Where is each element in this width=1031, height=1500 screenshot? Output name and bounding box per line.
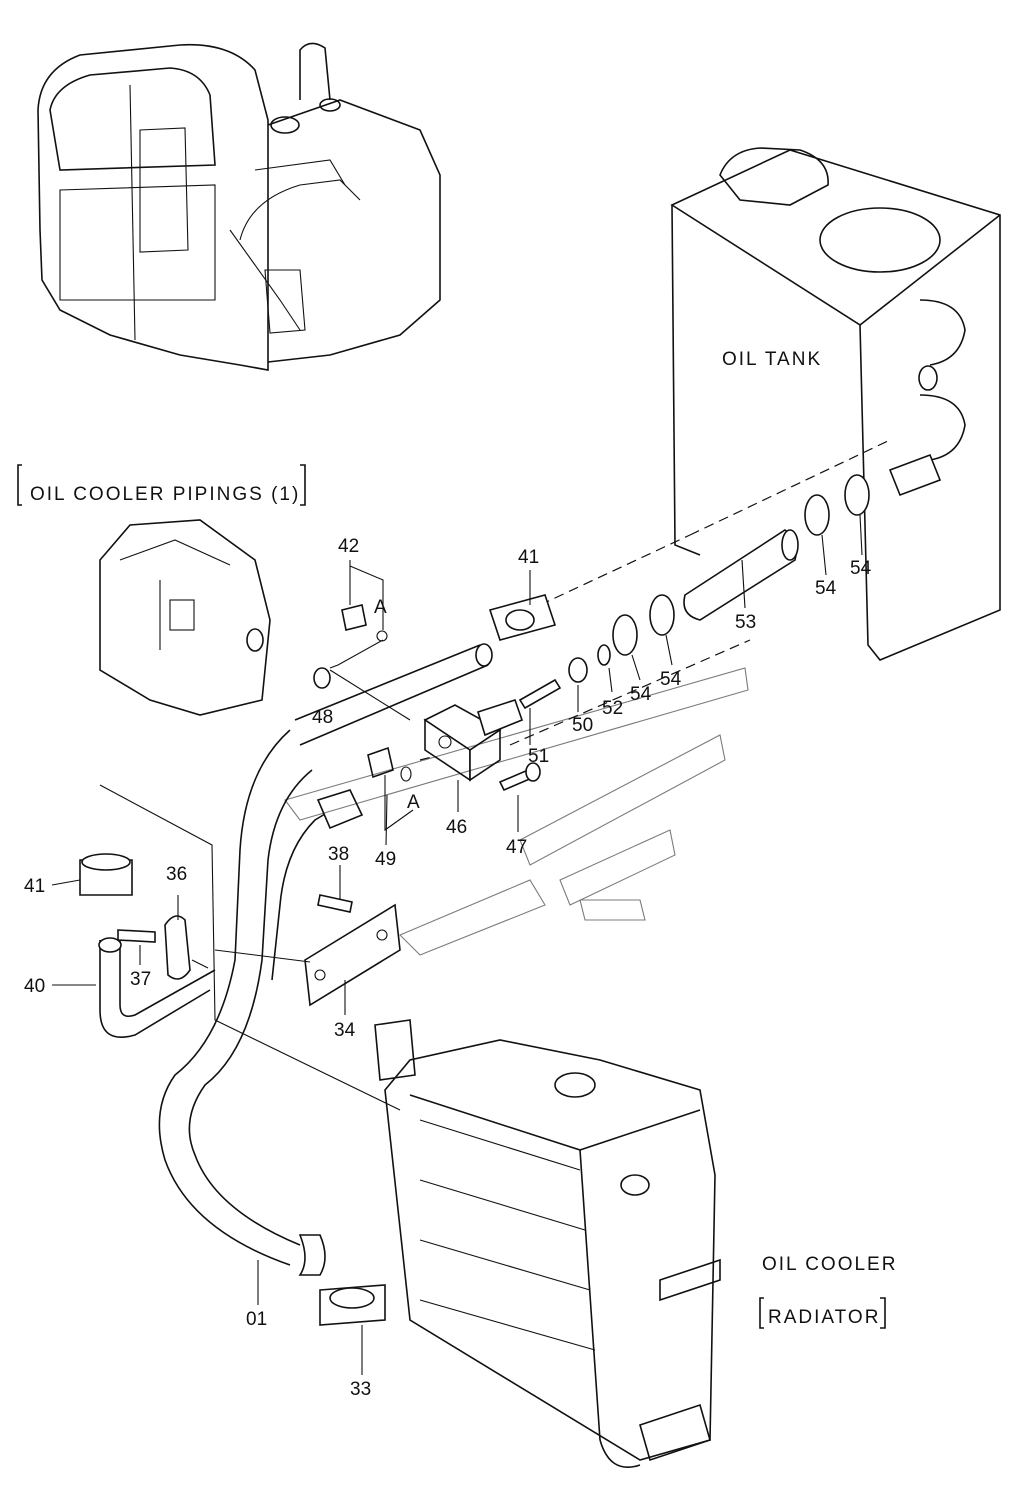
part-38-label: 38 (328, 844, 349, 865)
oil-tank-label: OIL TANK (722, 349, 822, 370)
part-49-label: 49 (375, 849, 396, 870)
part-46-label: 46 (446, 817, 467, 838)
part-01-label: 01 (246, 1309, 267, 1330)
part-34-label: 34 (334, 1020, 356, 1041)
part-42-label: 42 (338, 536, 359, 557)
control-valve-illustration (99, 519, 271, 716)
part-33-label: 33 (350, 1379, 371, 1400)
part-41-label: 41 (518, 547, 539, 568)
part-37-label: 37 (130, 969, 151, 990)
oil-tank-illustration (670, 147, 1001, 661)
part-number-labels: 42 A 41 48 50 51 52 54 54 53 54 54 A 46 … (24, 536, 872, 1400)
part-54-label: 54 (660, 669, 682, 690)
part-41-label: 41 (24, 876, 45, 897)
part-54-label: 54 (850, 558, 872, 579)
part-48-label: 48 (312, 707, 333, 728)
section-title: OIL COOLER PIPINGS (1) (30, 484, 300, 505)
part-40-label: 40 (24, 976, 45, 997)
radiator-illustration (374, 1019, 721, 1468)
radiator-label: RADIATOR (768, 1307, 880, 1328)
ref-a-label: A (374, 597, 387, 618)
part-53-label: 53 (735, 612, 756, 633)
excavator-illustration (37, 42, 441, 371)
hoses-and-pipes (98, 529, 799, 1276)
part-36-label: 36 (166, 864, 187, 885)
part-51-label: 51 (528, 746, 549, 767)
part-54-label: 54 (630, 684, 652, 705)
caption-oil-cooler-pipings: OIL COOLER PIPINGS (1) (17, 464, 306, 506)
ref-a-label: A (407, 792, 420, 813)
part-47-label: 47 (506, 837, 527, 858)
part-50-label: 50 (572, 715, 593, 736)
part-54-label: 54 (815, 578, 837, 599)
leader-lines (51, 514, 863, 1375)
fittings (79, 474, 870, 1326)
caption-radiator: RADIATOR (759, 1297, 886, 1329)
part-52-label: 52 (602, 698, 623, 719)
oil-cooler-label: OIL COOLER (762, 1254, 897, 1275)
watermark-logo (284, 667, 749, 956)
